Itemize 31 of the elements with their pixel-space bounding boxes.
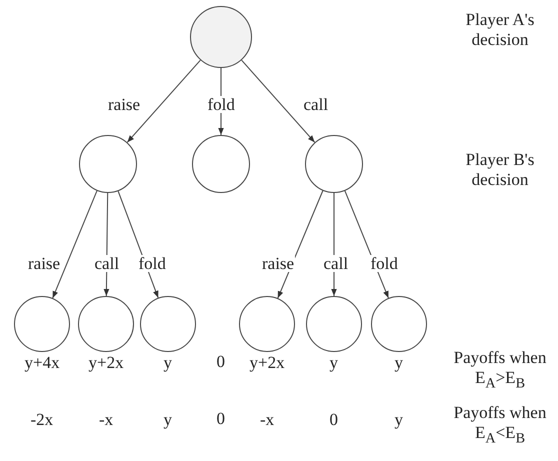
arrow	[126, 60, 201, 143]
arrow	[241, 60, 316, 143]
payoff-value: y	[330, 354, 338, 371]
edge-label: call	[322, 254, 350, 272]
payoff-value: -x	[260, 411, 274, 428]
payoff-value: y+2x	[250, 354, 285, 371]
arrow	[52, 190, 98, 299]
payoff-value: 0	[216, 409, 225, 429]
payoff-value: -x	[99, 411, 114, 428]
arrow	[277, 190, 324, 299]
payoff-value: y	[394, 354, 403, 371]
edge-label: fold	[206, 96, 236, 112]
payoff-value: -2x	[30, 411, 54, 428]
row-label: Player B's decision	[464, 150, 536, 190]
edge-label: raise	[261, 254, 296, 272]
edge-label: fold	[138, 254, 167, 272]
row-label: Payoffs when E$_{A}$<E$_{B}$	[452, 403, 548, 446]
row-label: Player A's decision	[464, 10, 536, 50]
payoff-value: 0	[216, 352, 225, 372]
payoff-value: y+2x	[88, 354, 124, 371]
payoff-value: 0	[330, 411, 338, 428]
row-label: Payoffs when E$_{A}$>E$_{B}$	[452, 348, 548, 392]
edge-label: call	[94, 254, 120, 272]
edge-label: raise	[107, 96, 142, 112]
edge-label: raise	[27, 254, 62, 272]
payoff-value: y+4x	[24, 354, 60, 371]
payoff-value: y	[164, 411, 172, 428]
payoff-value: y	[164, 354, 172, 371]
edge-label: call	[302, 96, 330, 112]
edge-label: fold	[370, 254, 399, 272]
payoff-value: y	[394, 411, 403, 428]
